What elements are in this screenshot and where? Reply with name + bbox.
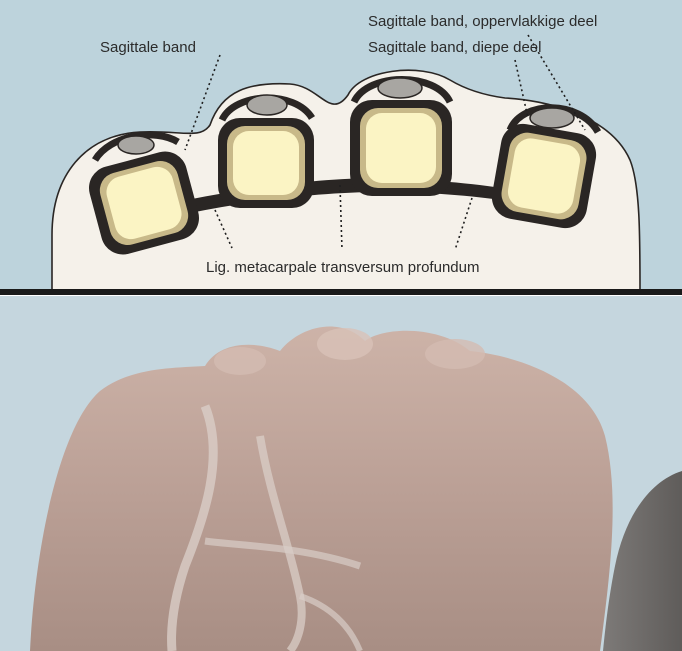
knuckle-3 (425, 339, 485, 369)
label-sagittal-band-deep: Sagittale band, diepe deel (368, 39, 541, 56)
photo-svg (0, 296, 682, 651)
label-sagittal-band: Sagittale band (100, 39, 196, 56)
knuckle-1 (214, 347, 266, 375)
knuckle-2 (317, 328, 373, 360)
fist-photo (0, 296, 682, 651)
cross-section-diagram: Sagittale band Sagittale band, oppervlak… (0, 0, 682, 290)
label-transverse-ligament: Lig. metacarpale transversum profundum (206, 259, 479, 276)
panel-divider (0, 289, 682, 295)
label-sagittal-band-superficial: Sagittale band, oppervlakkige deel (368, 13, 597, 30)
diagram-svg: Sagittale band Sagittale band, oppervlak… (0, 0, 682, 290)
